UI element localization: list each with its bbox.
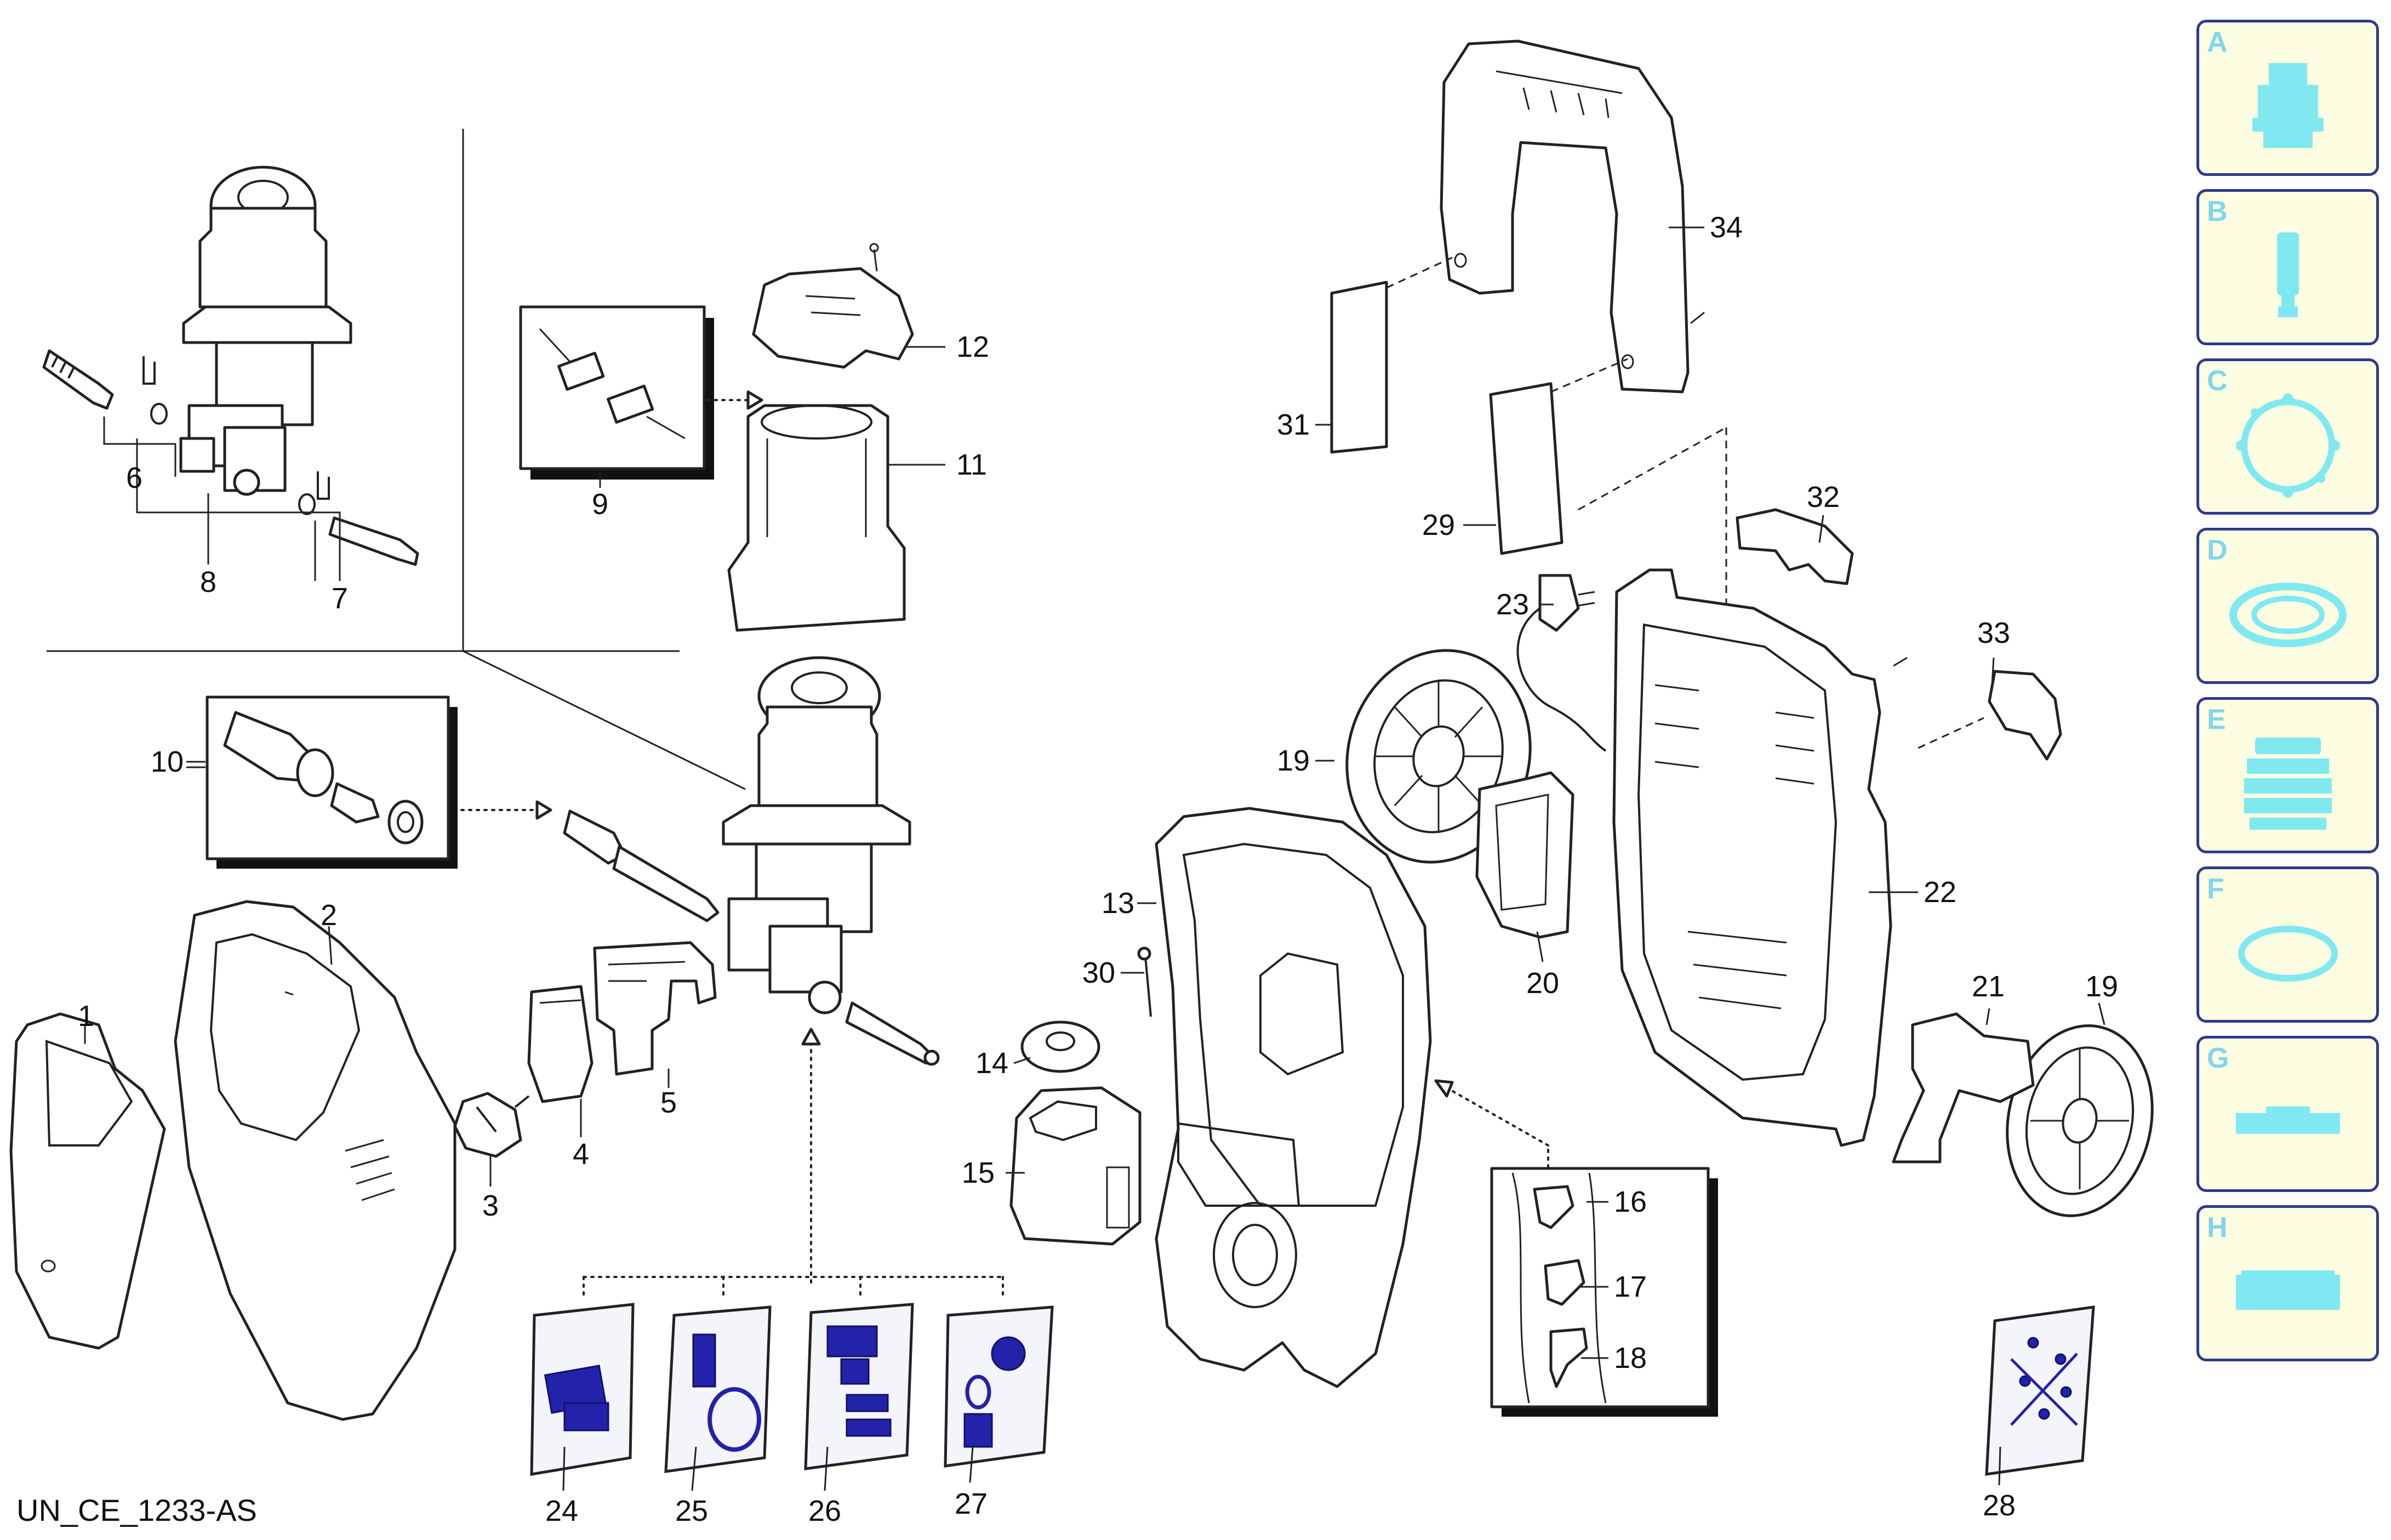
carry-handle <box>1440 39 1705 393</box>
part-number-33: 33 <box>1977 617 2010 649</box>
motor-pump-assembly <box>563 656 940 1284</box>
legend-tile-d[interactable]: D <box>2196 528 2379 684</box>
part-number-7: 7 <box>332 582 348 615</box>
part-number-34: 34 <box>1710 211 1743 244</box>
legend-letter-c: C <box>2207 365 2228 397</box>
power-cord <box>1516 574 1607 752</box>
part-number-8: 8 <box>200 566 216 598</box>
part-number-19-left: 19 <box>1277 744 1310 777</box>
part-number-25: 25 <box>675 1495 708 1527</box>
drawing-code: UN_CE_1233-AS <box>16 1493 257 1527</box>
legend-tile-a[interactable]: A <box>2196 20 2379 176</box>
part-number-20: 20 <box>1526 967 1559 1000</box>
part-number-labels: 1 2 3 4 5 6 7 8 9 10 11 12 13 14 15 16 1… <box>78 211 2118 1527</box>
ring-icon <box>2235 393 2340 498</box>
part-number-16: 16 <box>1614 1185 1647 1218</box>
part-number-15: 15 <box>962 1156 995 1189</box>
carbon-brush-kit-inset <box>519 305 763 488</box>
inlet-fitting-inset <box>186 695 552 869</box>
part-number-4: 4 <box>573 1138 589 1171</box>
front-cover-1 <box>9 1012 166 1350</box>
part-number-5: 5 <box>660 1086 677 1119</box>
part-number-32: 32 <box>1807 481 1840 514</box>
detergent-tank <box>1009 1086 1142 1246</box>
pump-assembly-inset <box>42 166 419 581</box>
part-number-2: 2 <box>321 899 337 932</box>
plate-icon <box>2235 1106 2340 1139</box>
part-number-1: 1 <box>78 1000 94 1033</box>
part-number-19-right: 19 <box>2085 970 2118 1003</box>
legend-letter-e: E <box>2207 704 2226 735</box>
part-number-3: 3 <box>482 1189 499 1222</box>
part-number-21: 21 <box>1972 970 2005 1003</box>
cylinder-icon <box>2272 232 2304 320</box>
motor-cover <box>752 243 914 369</box>
tank-cap <box>1020 1020 1100 1073</box>
part-number-18: 18 <box>1614 1342 1647 1374</box>
kit-bag-26 <box>804 1303 914 1470</box>
legend-tile-g[interactable]: G <box>2196 1036 2379 1192</box>
part-number-9: 9 <box>592 488 608 521</box>
part-number-29: 29 <box>1422 509 1455 541</box>
main-body <box>1155 807 1432 1388</box>
parts-legend: A B C D <box>2196 20 2386 1374</box>
wheel-right <box>2006 1024 2154 1217</box>
piston-icon <box>2239 738 2337 831</box>
handle-cover-29 <box>1489 382 1563 555</box>
selector-knob <box>453 1092 522 1158</box>
part-number-26: 26 <box>808 1495 841 1527</box>
legend-letter-g: G <box>2207 1042 2229 1074</box>
seal-icon <box>2228 579 2348 651</box>
kit-bag-27 <box>944 1305 1054 1468</box>
part-number-12: 12 <box>956 330 989 363</box>
leader-lines <box>84 226 2105 1491</box>
part-number-10: 10 <box>151 745 184 778</box>
legend-letter-f: F <box>2207 873 2224 905</box>
clip-detail-inset <box>1434 1079 1718 1417</box>
handle-cover-31 <box>1330 281 1388 454</box>
rear-frame <box>1612 568 1892 1147</box>
legend-letter-a: A <box>2207 26 2228 58</box>
kit-bag-24 <box>530 1303 635 1476</box>
section-dividers <box>47 129 746 790</box>
legend-tile-h[interactable]: H <box>2196 1205 2379 1361</box>
switch-box <box>514 985 594 1108</box>
motor-housing <box>727 404 906 632</box>
part-number-24: 24 <box>545 1495 578 1527</box>
block-icon <box>2235 1270 2340 1314</box>
part-number-13: 13 <box>1102 887 1134 920</box>
part-number-14: 14 <box>975 1047 1008 1080</box>
part-number-6: 6 <box>126 461 142 494</box>
part-number-22: 22 <box>1924 876 1956 909</box>
part-number-17: 17 <box>1614 1270 1647 1303</box>
o-ring-icon <box>2236 923 2340 984</box>
legend-tile-e[interactable]: E <box>2196 697 2379 853</box>
bracket-32 <box>1736 508 1854 585</box>
part-number-23: 23 <box>1496 588 1529 621</box>
legend-letter-h: H <box>2207 1212 2228 1244</box>
cord-holder <box>1475 771 1574 939</box>
legend-letter-d: D <box>2207 534 2228 566</box>
switch-bracket <box>593 941 717 1076</box>
bracket-33 <box>1893 657 2062 761</box>
hardware-kit-bag <box>1985 1305 2095 1476</box>
front-cover-2 <box>174 900 456 1421</box>
kit-bracket <box>583 1276 1004 1300</box>
legend-tile-b[interactable]: B <box>2196 189 2379 345</box>
wheel-mount <box>1892 1012 2035 1163</box>
pump-head-icon <box>2247 63 2329 151</box>
screw-30 <box>1137 946 1152 1017</box>
part-number-28: 28 <box>1983 1489 2016 1522</box>
legend-tile-f[interactable]: F <box>2196 866 2379 1023</box>
legend-tile-c[interactable]: C <box>2196 358 2379 515</box>
part-number-30: 30 <box>1082 956 1115 989</box>
legend-letter-b: B <box>2207 196 2228 227</box>
part-number-27: 27 <box>955 1487 988 1520</box>
part-number-31: 31 <box>1277 408 1310 441</box>
part-number-11: 11 <box>956 448 987 481</box>
kit-bag-25 <box>664 1305 772 1473</box>
